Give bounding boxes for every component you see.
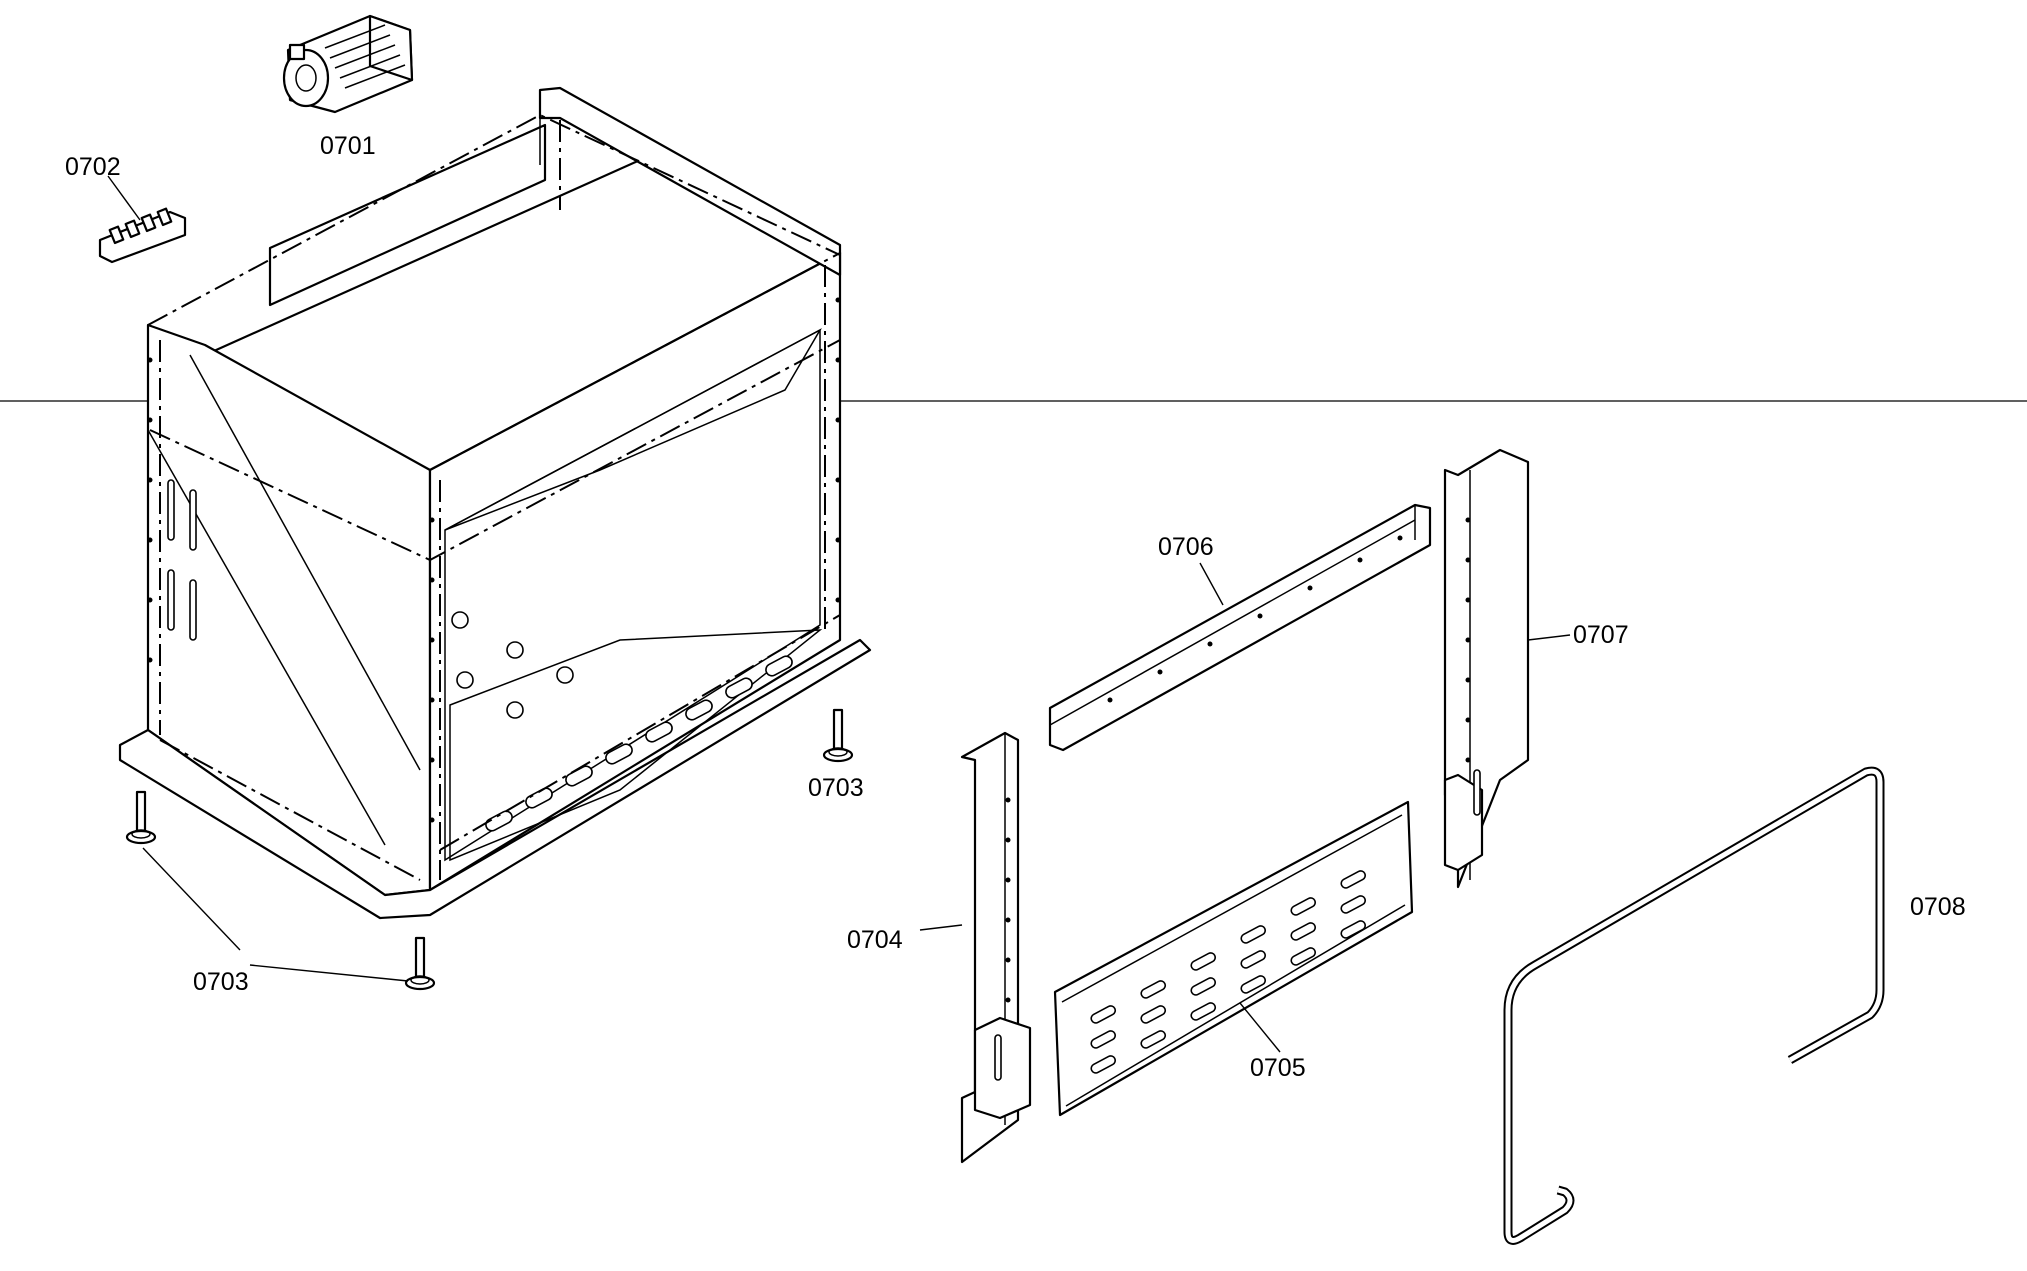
label-0702: 0702 (65, 153, 121, 181)
terminal-block-0702[interactable] (98, 207, 187, 264)
floor-round-holes (451, 611, 574, 719)
label-0707: 0707 (1573, 621, 1629, 649)
vent-slots (1090, 870, 1367, 1074)
vent-panel-0705[interactable] (1053, 800, 1414, 1117)
trim-strip-0706[interactable] (1048, 503, 1432, 752)
leveling-foot-0703-left[interactable] (125, 790, 157, 845)
leader-0704 (919, 924, 963, 931)
label-0704: 0704 (847, 926, 903, 954)
leveling-foot-0703-bottom[interactable] (404, 936, 436, 991)
leader-0703-bottom (249, 964, 409, 982)
leader-0706 (1199, 562, 1224, 606)
rivets (147, 297, 841, 823)
fan-motor-0701[interactable] (282, 14, 414, 114)
label-0703-right: 0703 (808, 774, 864, 802)
handle-rod-0708[interactable] (1503, 766, 1885, 1245)
label-0706: 0706 (1158, 533, 1214, 561)
leader-0705 (1239, 1002, 1281, 1053)
label-0705: 0705 (1250, 1054, 1306, 1082)
leader-0702 (107, 175, 141, 221)
leader-0707 (1527, 634, 1571, 641)
label-0701: 0701 (320, 132, 376, 160)
label-0703-left: 0703 (193, 968, 249, 996)
side-vent-slots (167, 479, 197, 641)
side-trim-0707[interactable] (1443, 448, 1530, 889)
floor-slots (485, 655, 793, 832)
label-0708: 0708 (1910, 893, 1966, 921)
oven-chassis (118, 86, 872, 920)
leveling-foot-0703-right[interactable] (822, 708, 854, 763)
leader-0703-left (142, 847, 241, 951)
side-trim-0704[interactable] (960, 731, 1032, 1164)
